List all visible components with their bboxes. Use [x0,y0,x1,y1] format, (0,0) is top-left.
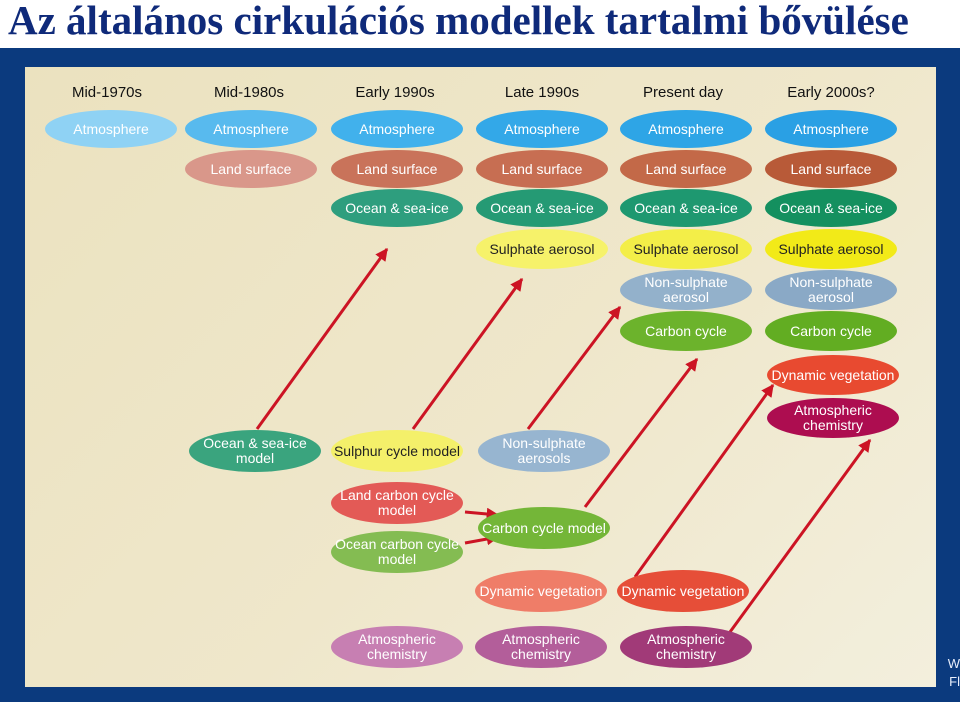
arrow-ocean-model [255,247,389,430]
model-atmospheric-chemistry: Atmospheric chemistry [475,626,607,668]
column-header-early-1990s: Early 1990s [355,84,435,101]
arrow-atmospheric-chemistry [728,438,872,633]
component-land-surface: Land surface [331,150,463,188]
model-land-carbon-cycle: Land carbon cycle model [331,482,463,524]
component-carbon-cycle: Carbon cycle [620,311,752,351]
component-ocean-sea-ice: Ocean & sea-ice [620,189,752,227]
component-land-surface: Land surface [476,150,608,188]
component-ocean-sea-ice: Ocean & sea-ice [331,189,463,227]
component-non-sulphate-aerosol: Non-sulphate aerosol [765,270,897,310]
component-atmosphere: Atmosphere [185,110,317,148]
component-carbon-cycle: Carbon cycle [765,311,897,351]
component-atmosphere: Atmosphere [476,110,608,148]
component-ocean-sea-ice: Ocean & sea-ice [765,189,897,227]
arrow-sulphur-model [411,277,524,430]
model-atmospheric-chemistry: Atmospheric chemistry [620,626,752,668]
column-header-late-1990s: Late 1990s [504,84,580,101]
component-atmosphere: Atmosphere [620,110,752,148]
component-sulphate-aerosol: Sulphate aerosol [476,229,608,269]
column-header-mid-1980s: Mid-1980s [213,84,285,101]
corner-text: W [947,656,960,671]
model-carbon-cycle: Carbon cycle model [478,507,610,549]
model-ocean-carbon-cycle: Ocean carbon cycle model [331,531,463,573]
component-ocean-sea-ice: Ocean & sea-ice [476,189,608,227]
model-dynamic-vegetation: Dynamic vegetation [475,570,607,612]
arrow-carbon-cycle-model [583,357,699,508]
component-sulphate-aerosol: Sulphate aerosol [620,229,752,269]
slide-title-bar: Az általános cirkulációs modellek tartal… [0,0,960,48]
component-atmosphere: Atmosphere [331,110,463,148]
component-land-surface: Land surface [620,150,752,188]
column-header-early-2000s: Early 2000s? [787,84,875,101]
component-non-sulphate-aerosol: Non-sulphate aerosol [620,270,752,310]
component-atmospheric-chemistry: Atmospheric chemistry [767,398,899,438]
component-atmosphere: Atmosphere [45,110,177,148]
arrow-dynamic-vegetation [633,383,775,578]
model-dynamic-vegetation: Dynamic vegetation [617,570,749,612]
model-sulphur-cycle: Sulphur cycle model [331,430,463,472]
corner-text: Fl [949,674,960,689]
column-header-present-day: Present day [642,84,724,101]
arrow-non-sulphate-aerosols [526,305,622,430]
component-land-surface: Land surface [765,150,897,188]
arrow-layer [255,247,872,633]
component-land-surface: Land surface [185,150,317,188]
diagram-panel: Mid-1970s Mid-1980s Early 1990s Late 199… [25,67,936,687]
slide-title: Az általános cirkulációs modellek tartal… [8,0,909,43]
component-atmosphere: Atmosphere [765,110,897,148]
model-non-sulphate-aerosols: Non-sulphate aerosols [478,430,610,472]
component-dynamic-vegetation: Dynamic vegetation [767,355,899,395]
component-sulphate-aerosol: Sulphate aerosol [765,229,897,269]
model-atmospheric-chemistry: Atmospheric chemistry [331,626,463,668]
column-header-mid-1970s: Mid-1970s [71,84,143,101]
model-ocean-sea-ice: Ocean & sea-ice model [189,430,321,472]
